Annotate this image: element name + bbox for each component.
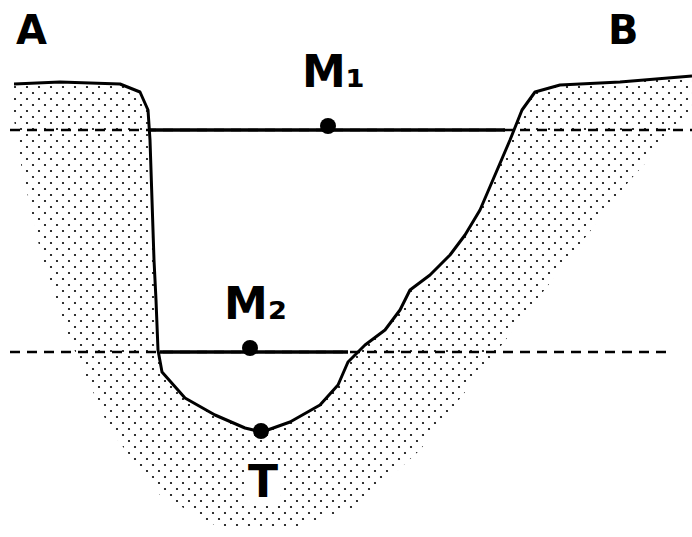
side-label: B bbox=[606, 10, 641, 50]
water-level-dashed bbox=[10, 129, 692, 132]
point-marker bbox=[253, 423, 269, 439]
point-label: T bbox=[246, 460, 280, 504]
water-level-dashed bbox=[10, 351, 670, 354]
point-marker bbox=[320, 118, 336, 134]
ground-surface bbox=[14, 76, 692, 432]
point-marker bbox=[242, 340, 258, 356]
side-label: A bbox=[14, 10, 49, 50]
point-label: M₁ bbox=[300, 50, 367, 94]
ground-stipple bbox=[14, 76, 692, 530]
point-label: M₂ bbox=[222, 282, 289, 326]
